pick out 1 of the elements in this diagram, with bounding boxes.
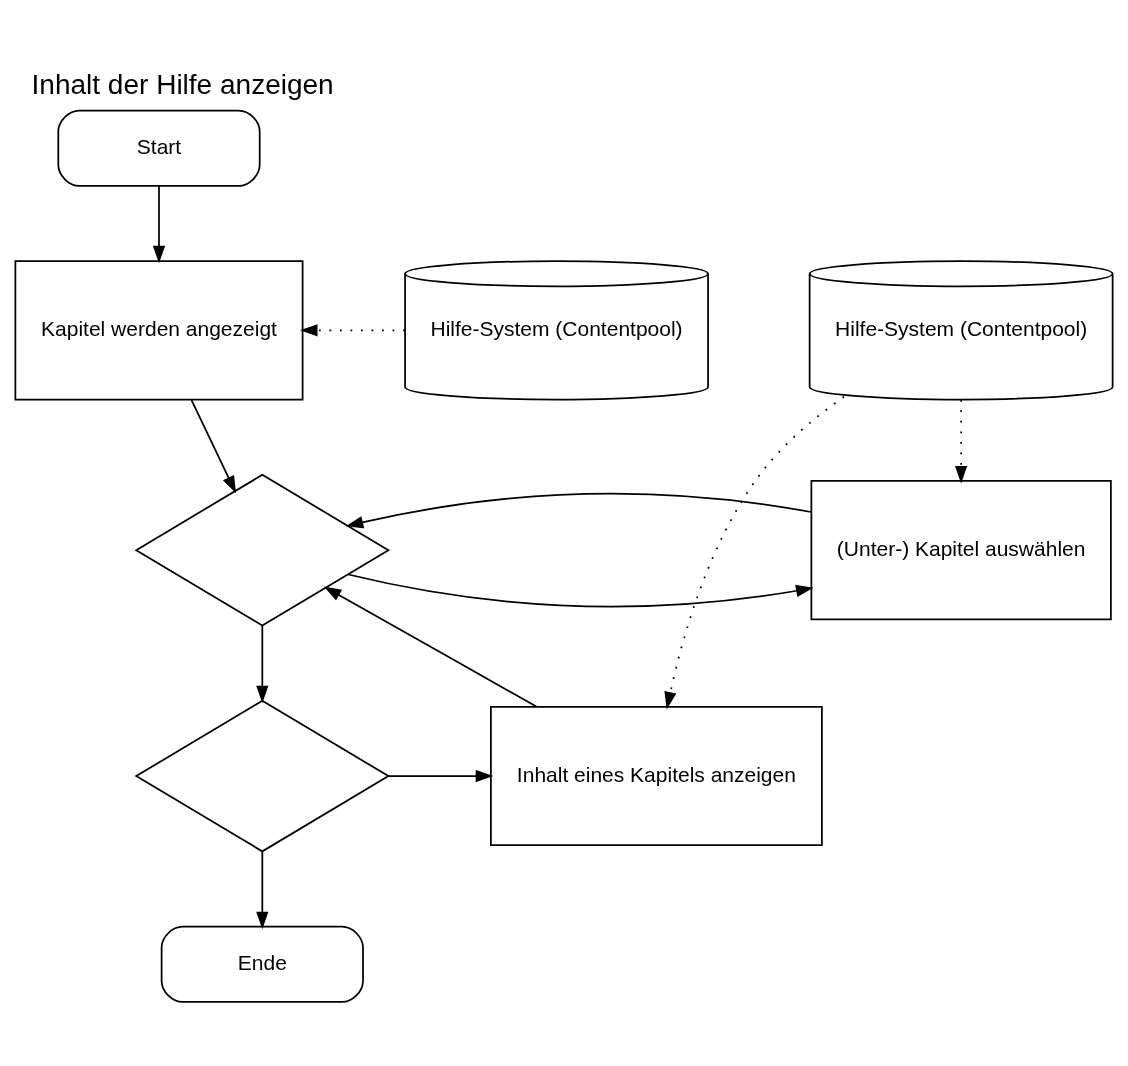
diagram-title: Inhalt der Hilfe anzeigen <box>31 68 334 100</box>
